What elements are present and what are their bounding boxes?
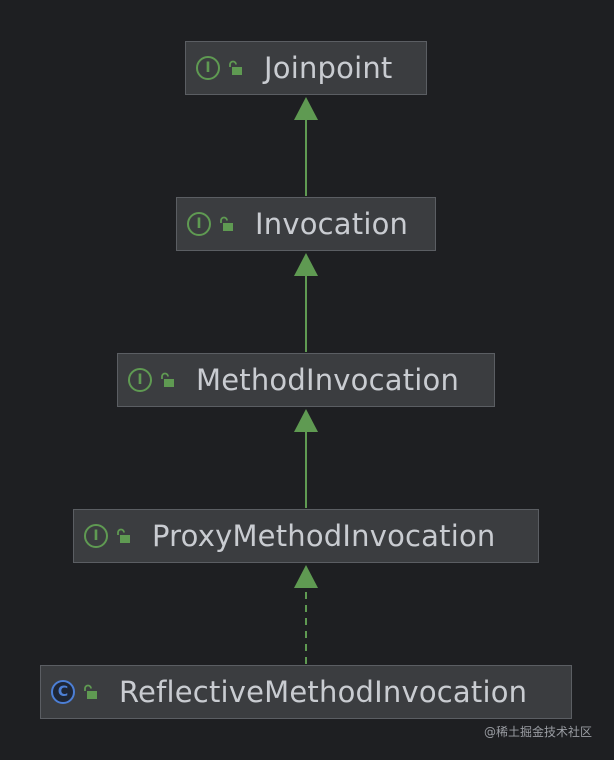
- node-invocation[interactable]: I Invocation: [176, 197, 436, 251]
- interface-icon: I: [84, 524, 108, 548]
- node-reflectivemethodinvocation[interactable]: C ReflectiveMethodInvocation: [40, 665, 572, 719]
- node-label: MethodInvocation: [196, 363, 460, 397]
- interface-icon: I: [187, 212, 211, 236]
- class-icon: C: [51, 680, 75, 704]
- edge-proxymethodinvocation-extends-methodinvocation: [294, 409, 318, 508]
- public-lock-icon: [220, 216, 233, 231]
- node-label: Joinpoint: [264, 51, 393, 85]
- interface-icon: I: [128, 368, 152, 392]
- node-label: ReflectiveMethodInvocation: [119, 675, 528, 709]
- node-joinpoint[interactable]: I Joinpoint: [185, 41, 427, 95]
- watermark: @稀土掘金技术社区: [483, 725, 592, 739]
- public-lock-icon: [161, 372, 174, 387]
- public-lock-icon: [229, 60, 242, 75]
- edge-invocation-extends-joinpoint: [294, 97, 318, 196]
- public-lock-icon: [117, 528, 130, 543]
- edge-reflectivemethodinvocation-implements-proxymethodinvocation: [294, 565, 318, 664]
- node-label: Invocation: [255, 207, 409, 241]
- edge-methodinvocation-extends-invocation: [294, 253, 318, 352]
- interface-icon: I: [196, 56, 220, 80]
- node-methodinvocation[interactable]: I MethodInvocation: [117, 353, 495, 407]
- public-lock-icon: [84, 684, 97, 699]
- node-proxymethodinvocation[interactable]: I ProxyMethodInvocation: [73, 509, 539, 563]
- node-label: ProxyMethodInvocation: [152, 519, 496, 553]
